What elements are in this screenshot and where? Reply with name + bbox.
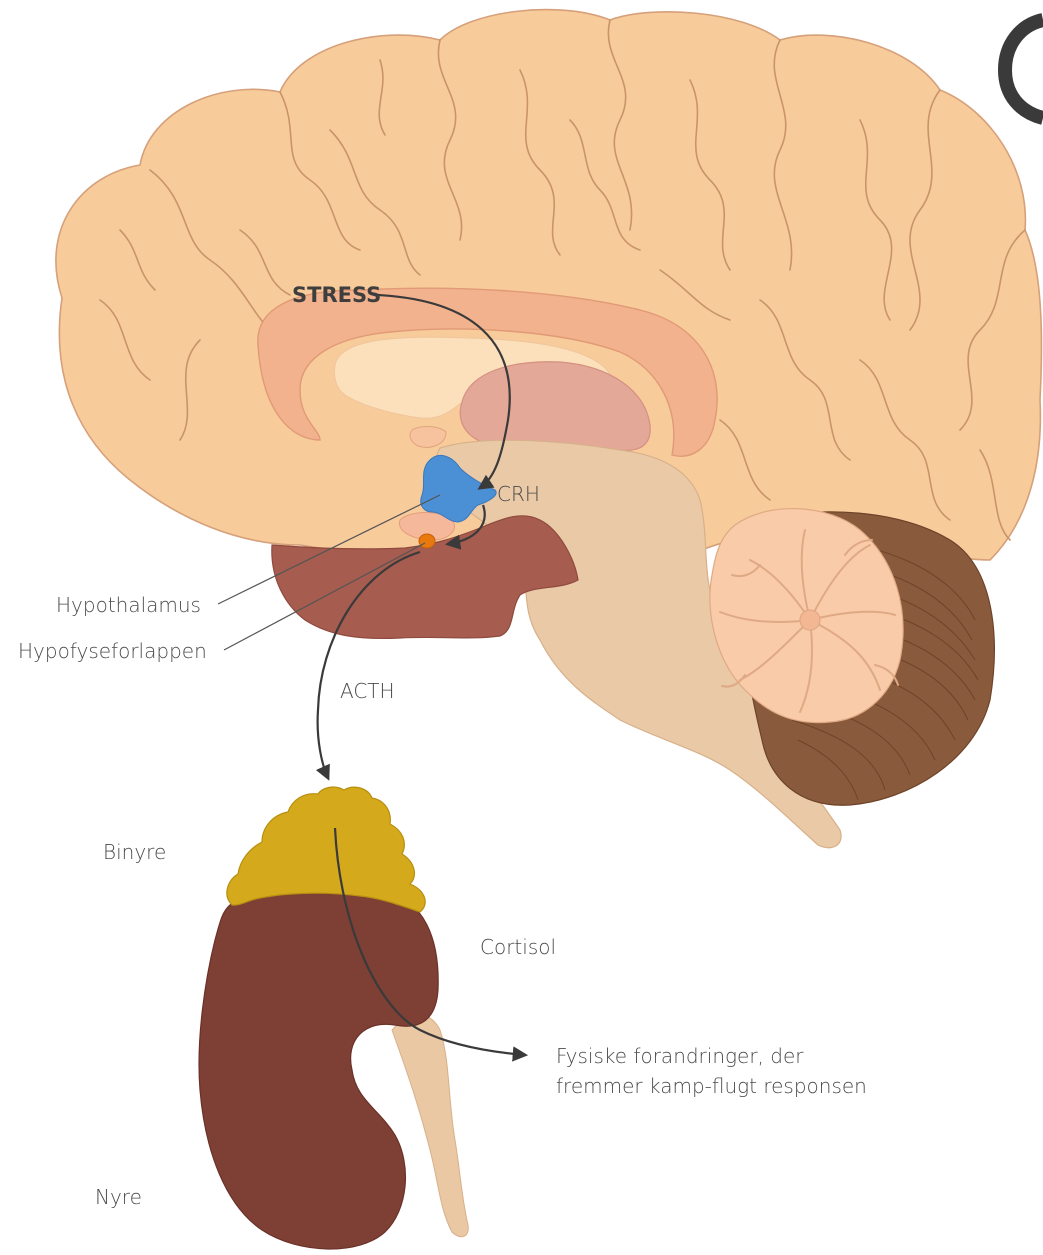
label-nyre: Nyre bbox=[95, 1185, 142, 1209]
label-stress: STRESS bbox=[292, 283, 381, 307]
adrenal-gland bbox=[227, 787, 425, 912]
label-hypothalamus: Hypothalamus bbox=[56, 593, 201, 617]
cropped-logo-glyph bbox=[1005, 20, 1043, 118]
label-response-line2: fremmer kamp-flugt responsen bbox=[556, 1074, 867, 1098]
label-response-line1: Fysiske forandringer, der bbox=[556, 1044, 804, 1068]
pituitary-gland bbox=[419, 534, 435, 548]
label-binyre: Binyre bbox=[103, 840, 166, 864]
label-acth: ACTH bbox=[340, 679, 395, 703]
label-hypofyseforlappen: Hypofyseforlappen bbox=[18, 639, 207, 663]
ureter bbox=[392, 1015, 468, 1237]
label-cortisol: Cortisol bbox=[480, 935, 556, 959]
label-crh: CRH bbox=[497, 482, 540, 506]
kidney bbox=[199, 885, 438, 1249]
